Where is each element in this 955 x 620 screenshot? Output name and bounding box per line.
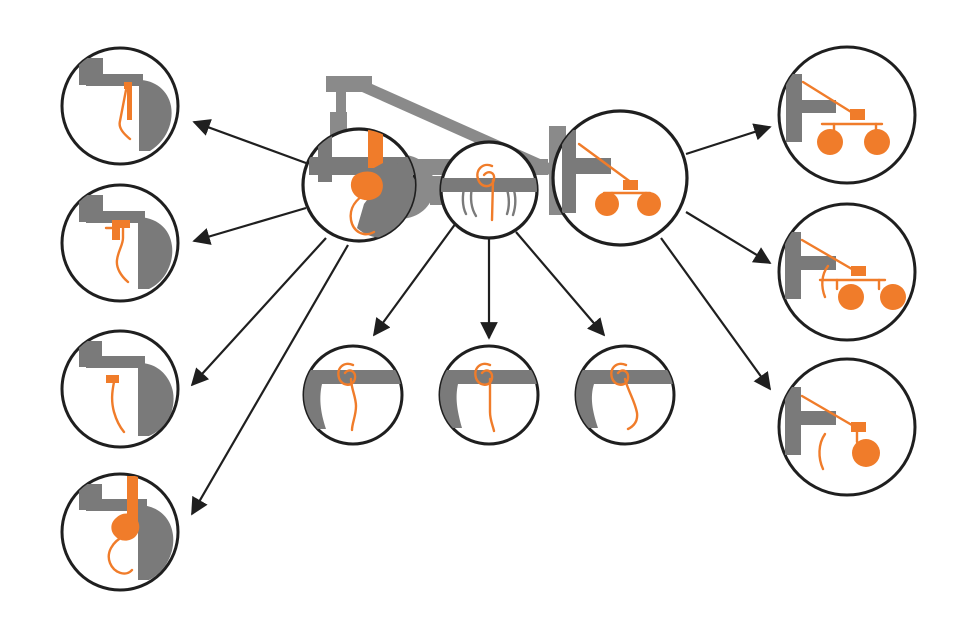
center-spring-source [439, 140, 539, 240]
spring-tine-variant-3 [574, 344, 676, 446]
disc-roller-variant-1 [777, 45, 917, 185]
disc-roller-variant-3 [777, 357, 917, 497]
arrow-to-roller-variant-2 [685, 211, 772, 264]
arrow-to-tine-variant-3 [190, 237, 327, 387]
center-roller-source [551, 109, 689, 247]
tine-variant-4 [60, 472, 180, 592]
disc-roller-variant-2 [777, 202, 917, 342]
spring-tine-variant-1 [302, 344, 404, 446]
tine-variant-1 [60, 46, 180, 166]
arrow-to-tine-variant-1 [192, 119, 307, 165]
tine-variant-2 [60, 183, 180, 303]
arrow-to-spring-variant-1 [372, 222, 457, 337]
arrow-to-spring-variant-3 [515, 231, 606, 337]
tine-variant-3 [60, 329, 180, 449]
arrow-to-roller-variant-1 [685, 123, 772, 156]
arrow-group [190, 119, 772, 516]
arrow-to-tine-variant-2 [192, 206, 307, 245]
spring-tine-variant-2 [438, 344, 540, 446]
arrow-to-roller-variant-3 [660, 237, 772, 391]
arrow-to-tine-variant-4 [191, 244, 349, 516]
center-tine-source [301, 127, 417, 243]
